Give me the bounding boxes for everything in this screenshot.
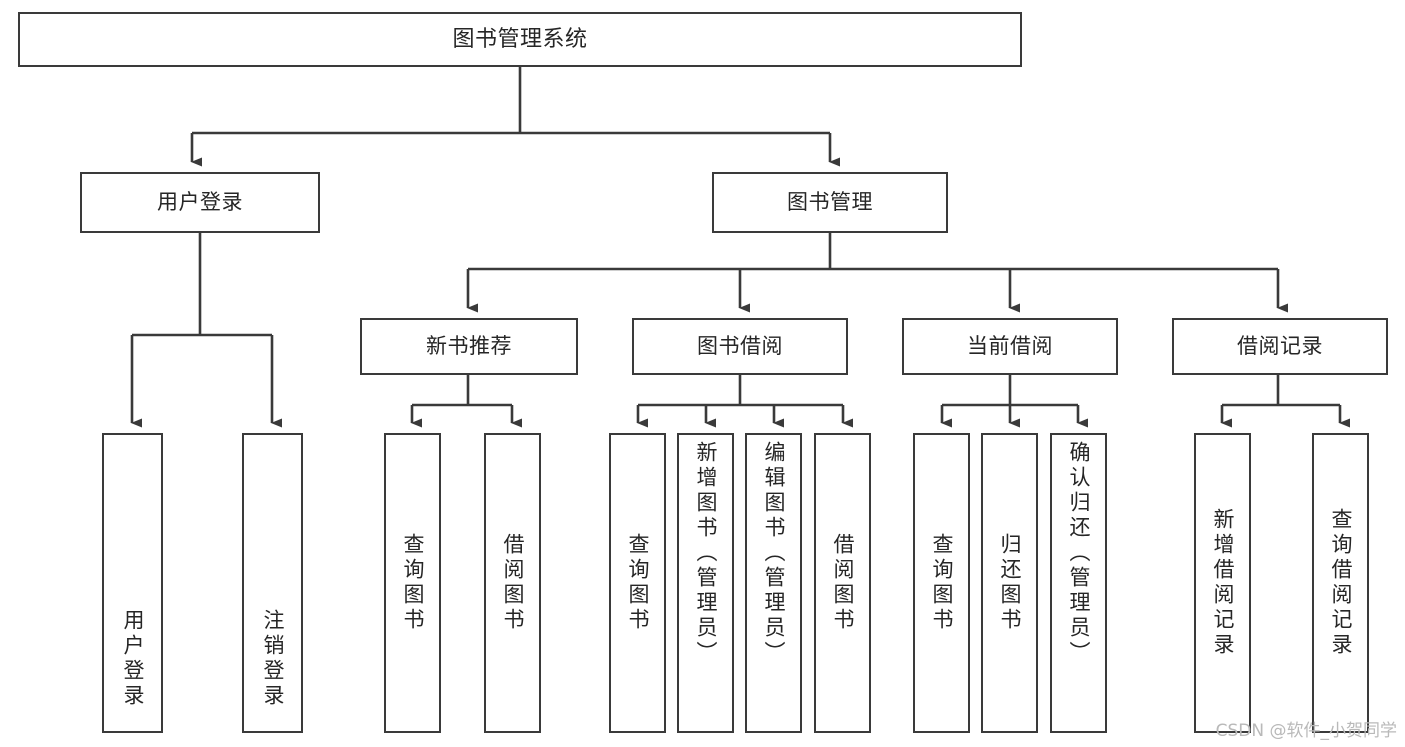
node-label: 查询借阅记录 (1329, 508, 1353, 658)
leaf-add-borrow-record[interactable]: 新增借阅记录 (1194, 433, 1251, 733)
leaf-query-book-newbook[interactable]: 查询图书 (384, 433, 441, 733)
leaf-borrow-book[interactable]: 借阅图书 (814, 433, 871, 733)
node-label: 借阅图书 (501, 533, 525, 633)
leaf-user-logout[interactable]: 注销登录 (242, 433, 303, 733)
node-book-borrow[interactable]: 图书借阅 (632, 318, 848, 375)
leaf-borrow-book-newbook[interactable]: 借阅图书 (484, 433, 541, 733)
node-label: 新书推荐 (426, 334, 512, 359)
node-borrow-records[interactable]: 借阅记录 (1172, 318, 1388, 375)
node-new-book-recommend[interactable]: 新书推荐 (360, 318, 578, 375)
node-label: 确认归还（管理员） (1067, 441, 1091, 666)
node-label: 查询图书 (930, 533, 954, 633)
node-label: 注销登录 (261, 609, 285, 709)
node-user-login[interactable]: 用户登录 (80, 172, 320, 233)
node-label: 编辑图书（管理员） (762, 441, 786, 666)
node-label: 用户登录 (121, 609, 145, 709)
leaf-add-book-admin[interactable]: 新增图书（管理员） (677, 433, 734, 733)
node-label: 查询图书 (401, 533, 425, 633)
node-label: 新增借阅记录 (1211, 508, 1235, 658)
leaf-query-borrow-record[interactable]: 查询借阅记录 (1312, 433, 1369, 733)
node-label: 借阅记录 (1237, 334, 1323, 359)
leaf-edit-book-admin[interactable]: 编辑图书（管理员） (745, 433, 802, 733)
leaf-user-login[interactable]: 用户登录 (102, 433, 163, 733)
node-label: 归还图书 (998, 533, 1022, 633)
node-root-system[interactable]: 图书管理系统 (18, 12, 1022, 67)
leaf-query-book-current[interactable]: 查询图书 (913, 433, 970, 733)
node-label: 当前借阅 (967, 334, 1053, 359)
node-label: 图书管理系统 (452, 26, 588, 52)
leaf-confirm-return-admin[interactable]: 确认归还（管理员） (1050, 433, 1107, 733)
leaf-return-book[interactable]: 归还图书 (981, 433, 1038, 733)
node-label: 图书管理 (787, 190, 873, 215)
csdn-watermark: CSDN @软件_小贺同学 (1215, 721, 1397, 741)
node-current-borrow[interactable]: 当前借阅 (902, 318, 1118, 375)
node-label: 查询图书 (626, 533, 650, 633)
leaf-query-book-borrow[interactable]: 查询图书 (609, 433, 666, 733)
node-label: 借阅图书 (831, 533, 855, 633)
node-label: 新增图书（管理员） (694, 441, 718, 666)
node-label: 图书借阅 (697, 334, 783, 359)
node-label: 用户登录 (157, 190, 243, 215)
node-book-management[interactable]: 图书管理 (712, 172, 948, 233)
